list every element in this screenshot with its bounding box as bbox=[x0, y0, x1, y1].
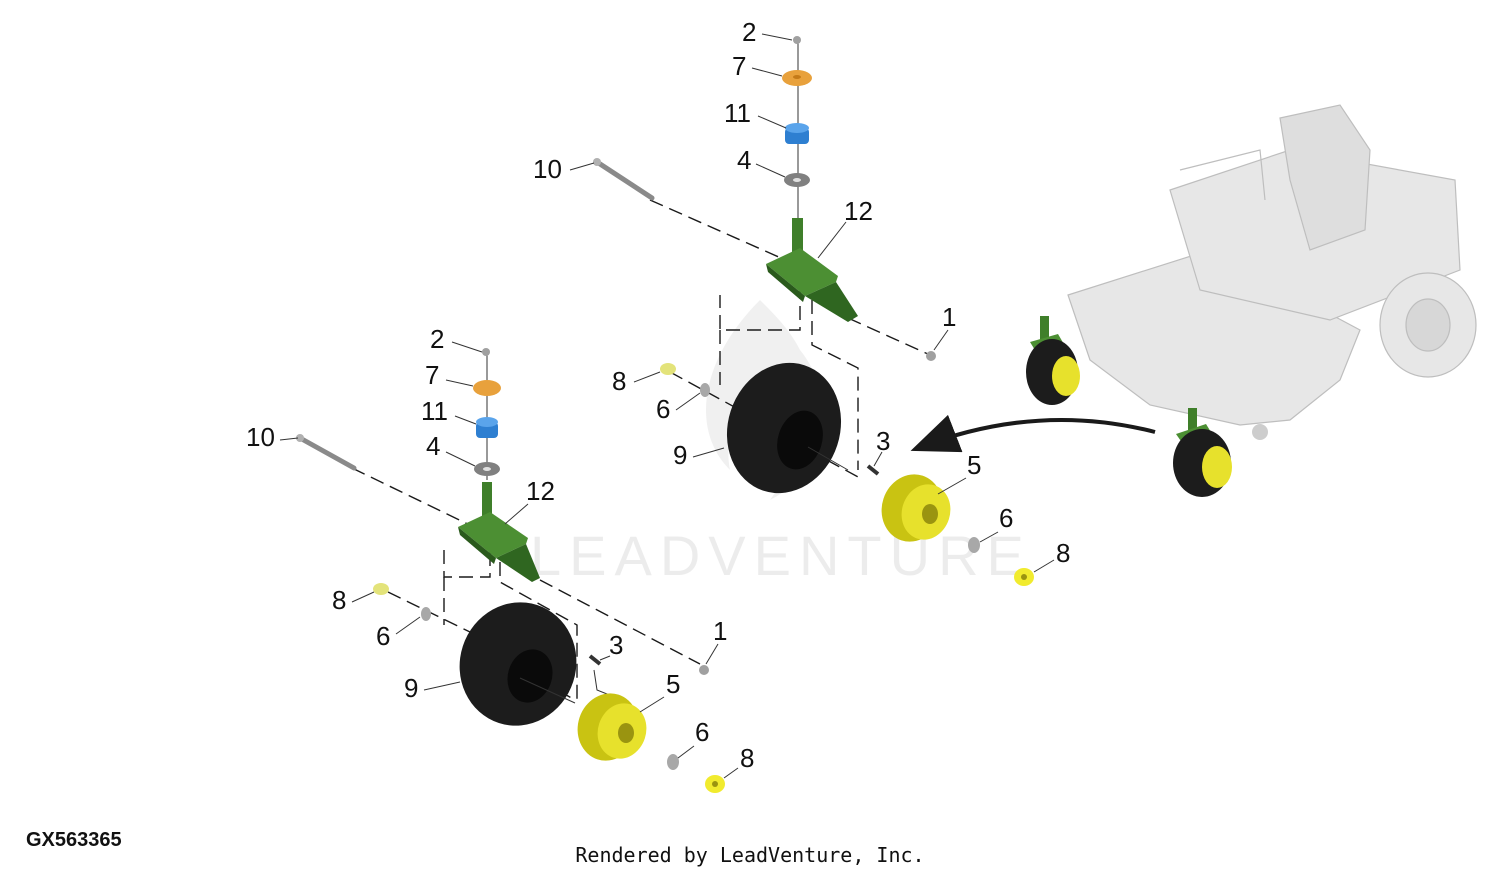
callout-upper-2: 2 bbox=[742, 17, 756, 47]
caster-fork-part-12 bbox=[766, 218, 858, 322]
bolt-part-2 bbox=[482, 348, 490, 356]
spacer-part-8-left bbox=[373, 583, 389, 595]
callout-lower-4: 4 bbox=[426, 431, 440, 461]
callout-lower-12: 12 bbox=[526, 476, 555, 506]
bushing-part-11 bbox=[476, 417, 498, 438]
washer-part-6-right bbox=[968, 537, 980, 553]
render-credit: Rendered by LeadVenture, Inc. bbox=[575, 843, 925, 867]
washer-part-6-right bbox=[667, 754, 679, 770]
callout-lower-8b: 8 bbox=[740, 743, 754, 773]
carriage-bolt-part-10 bbox=[296, 434, 357, 471]
nut-part-1 bbox=[699, 665, 709, 675]
washer-part-6-left bbox=[421, 607, 431, 621]
callout-lower-7: 7 bbox=[425, 360, 439, 390]
callout-upper-6b: 6 bbox=[999, 503, 1013, 533]
callout-lower-6a: 6 bbox=[376, 621, 390, 651]
lower-caster-assembly: 2 7 11 4 10 12 1 8 6 9 3 5 6 8 bbox=[246, 324, 754, 793]
callout-lower-1: 1 bbox=[713, 616, 727, 646]
callout-upper-5: 5 bbox=[967, 450, 981, 480]
locator-arrow bbox=[910, 414, 1156, 453]
mower-locator-illustration bbox=[1026, 104, 1477, 497]
tire-part-9 bbox=[726, 362, 842, 494]
callout-lower-2: 2 bbox=[430, 324, 444, 354]
locator-front-left-caster bbox=[1026, 316, 1080, 405]
watermark-text: LEADVENTURE bbox=[530, 524, 1032, 587]
locator-front-right-caster bbox=[1173, 408, 1232, 497]
callout-upper-9: 9 bbox=[673, 440, 687, 470]
callout-upper-1: 1 bbox=[942, 302, 956, 332]
callout-lower-11: 11 bbox=[421, 396, 448, 426]
callout-upper-6a: 6 bbox=[656, 394, 670, 424]
tire-part-9 bbox=[459, 602, 577, 726]
callout-upper-7: 7 bbox=[732, 51, 746, 81]
bolt-part-2 bbox=[793, 36, 801, 44]
callout-lower-5: 5 bbox=[666, 669, 680, 699]
figure-id: GX563365 bbox=[26, 829, 122, 851]
washer-part-7 bbox=[473, 380, 501, 396]
carriage-bolt-part-10 bbox=[593, 158, 655, 201]
callout-upper-10: 10 bbox=[533, 154, 562, 184]
caster-fork-part-12 bbox=[458, 482, 540, 582]
callout-lower-6b: 6 bbox=[695, 717, 709, 747]
upper-caster-assembly: 2 7 11 4 10 12 1 8 6 9 3 5 6 8 bbox=[533, 17, 1070, 586]
callout-upper-11: 11 bbox=[724, 98, 751, 128]
callout-upper-4: 4 bbox=[737, 145, 751, 175]
grease-fitting-part-3 bbox=[588, 654, 602, 666]
callout-lower-10: 10 bbox=[246, 422, 275, 452]
rim-part-5 bbox=[881, 474, 951, 542]
callout-upper-8b: 8 bbox=[1056, 538, 1070, 568]
callout-upper-8a: 8 bbox=[612, 366, 626, 396]
callout-lower-8a: 8 bbox=[332, 585, 346, 615]
callout-upper-12: 12 bbox=[844, 196, 873, 226]
washer-part-6-left bbox=[700, 383, 710, 397]
callout-lower-9: 9 bbox=[404, 673, 418, 703]
callout-upper-3: 3 bbox=[876, 426, 890, 456]
rim-part-5 bbox=[577, 693, 647, 761]
spacer-part-8-left bbox=[660, 363, 676, 375]
grease-fitting-part-3 bbox=[866, 464, 880, 476]
bushing-part-11 bbox=[785, 123, 809, 144]
nut-part-1 bbox=[926, 351, 936, 361]
callout-lower-3: 3 bbox=[609, 630, 623, 660]
